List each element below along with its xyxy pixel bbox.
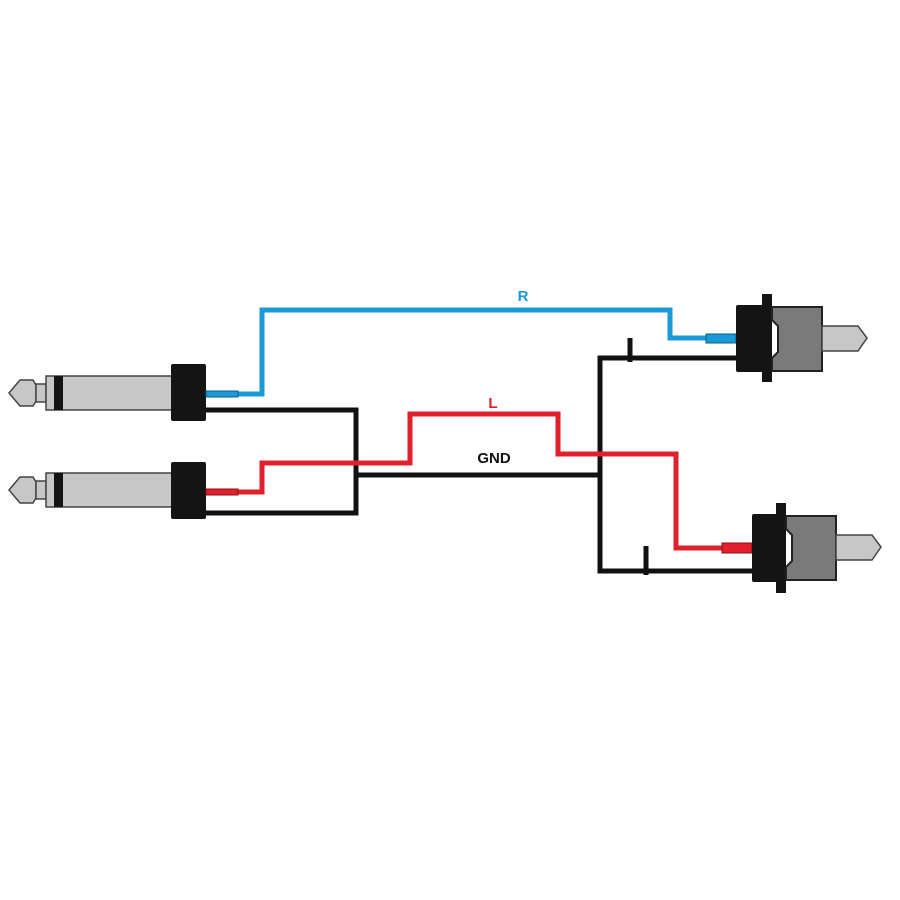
right-channel-label: R bbox=[518, 288, 529, 305]
rca-plug-flange-bottom bbox=[776, 503, 786, 593]
rca-plug-pin-top bbox=[821, 325, 868, 352]
ground-wire-rca-left bbox=[597, 475, 756, 574]
jack-plug-shaft-bottom bbox=[45, 472, 173, 508]
ground-wires bbox=[206, 338, 756, 575]
right-channel-wire bbox=[206, 307, 708, 397]
jack-plug-tip-bottom bbox=[8, 476, 37, 504]
rca-plug-pin-bottom bbox=[835, 534, 882, 561]
rca-plug-flange-top bbox=[762, 294, 772, 382]
jack-plug-shaft-top bbox=[45, 375, 173, 411]
left-channel-wire bbox=[208, 411, 724, 551]
rca-plug-body-bottom bbox=[785, 515, 837, 581]
ground-wire-bottom-jack bbox=[206, 475, 359, 516]
jack-plug-insulator-ring-bottom bbox=[54, 473, 63, 507]
ground-wire-top-jack bbox=[206, 407, 359, 475]
jack-plug-handle-top bbox=[171, 364, 206, 421]
left-channel-label: L bbox=[488, 395, 497, 412]
ground-wire-rca-right bbox=[597, 355, 742, 475]
rca-plug-bottom bbox=[721, 503, 882, 593]
rca-plug-top bbox=[705, 294, 868, 382]
jack-plug-tip-solder-bottom bbox=[205, 488, 239, 496]
jack-plug-insulator-ring-top bbox=[54, 376, 63, 410]
rca-plug-body-top bbox=[771, 306, 823, 372]
jack-plug-neck-bottom bbox=[35, 480, 47, 500]
ground-label: GND bbox=[477, 450, 511, 467]
rca-plug-solder-top bbox=[705, 333, 737, 344]
mono-jack-plug-top bbox=[8, 364, 239, 421]
jack-plug-tip-solder-top bbox=[205, 390, 239, 398]
mono-jack-plug-bottom bbox=[8, 462, 239, 519]
jack-plug-tip-top bbox=[8, 379, 37, 407]
jack-plug-handle-bottom bbox=[171, 462, 206, 519]
rca-plug-solder-bottom bbox=[721, 542, 753, 554]
jack-plug-neck-top bbox=[35, 383, 47, 403]
